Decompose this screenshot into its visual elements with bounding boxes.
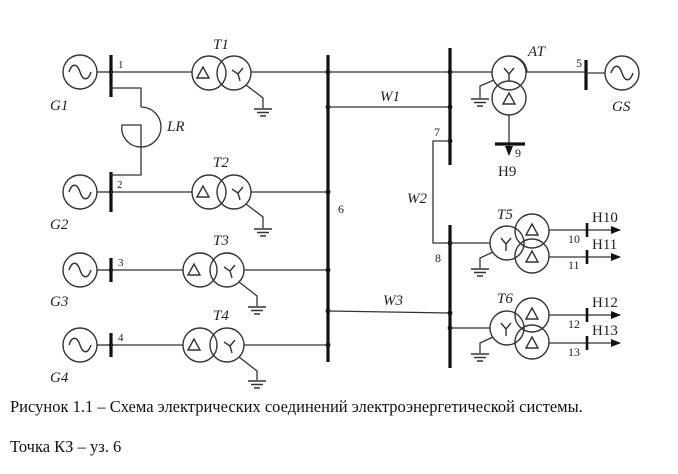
transformer-label: T1 <box>213 37 229 53</box>
line-label: W2 <box>407 191 427 207</box>
reactor-label: LR <box>166 119 185 135</box>
node-label: 11 <box>568 258 580 272</box>
ground-icon <box>253 108 273 117</box>
node-label: 6 <box>338 202 344 216</box>
transformer-label: T2 <box>213 155 229 171</box>
generator-g1: G1 <box>50 54 110 114</box>
node-label: 13 <box>568 345 580 359</box>
load-label-h12: Н12 <box>592 295 618 311</box>
ground-icon <box>253 228 273 237</box>
bus-8: 8 <box>435 225 453 368</box>
load-label-h10: Н10 <box>592 210 618 226</box>
fault-point-note: Точка КЗ – уз. 6 <box>10 437 122 456</box>
ground-icon <box>247 380 267 389</box>
delta-winding-icon <box>502 92 516 105</box>
load-label-h11: Н11 <box>592 237 617 253</box>
load-label-h13: Н13 <box>592 323 618 339</box>
transformer-label: T5 <box>497 207 513 223</box>
delta-winding-icon <box>525 223 539 236</box>
generator-g2: G2 <box>50 174 110 233</box>
power-system-diagram: G1 G2 G3 G4 1 2 3 4 LR <box>50 37 640 389</box>
wye-winding-icon <box>223 264 236 279</box>
generator-label: GS <box>612 99 631 115</box>
delta-winding-icon <box>525 336 539 349</box>
line-w2: W2 <box>407 140 450 244</box>
delta-winding-icon <box>187 263 201 276</box>
sine-icon <box>68 64 92 80</box>
generator-g3: G3 <box>50 252 111 310</box>
delta-winding-icon <box>196 185 210 198</box>
transformer-label: T4 <box>213 308 229 324</box>
transformer-label: T6 <box>497 291 513 307</box>
delta-winding-icon <box>196 66 210 79</box>
delta-winding-icon <box>525 307 539 320</box>
wye-winding-icon <box>231 67 244 82</box>
transformer-label: T3 <box>213 233 229 249</box>
wye-winding-icon <box>503 67 515 82</box>
sine-icon <box>610 65 634 81</box>
line-label: W1 <box>380 89 400 105</box>
node-label: 7 <box>434 125 440 139</box>
transformer-t1: T1 <box>111 37 328 117</box>
node-label: 3 <box>118 257 124 269</box>
figure-caption: Рисунок 1.1 – Схема электрических соедин… <box>10 397 583 416</box>
node-label: 5 <box>576 56 582 70</box>
generator-symbol <box>604 55 640 91</box>
ground-icon <box>470 353 490 362</box>
generator-label: G3 <box>50 294 68 310</box>
wye-winding-icon <box>223 339 236 354</box>
generator-label: G1 <box>50 98 68 114</box>
transformer-t4: T4 <box>111 308 328 389</box>
transformer-t2: T2 <box>111 155 328 237</box>
bus-6: 6 <box>325 55 344 362</box>
generator-g4: G4 <box>50 327 111 386</box>
sine-icon <box>68 337 92 353</box>
generator-label: G2 <box>50 217 69 233</box>
transformer-t6: T6 12 13 Н12 Н13 <box>450 291 621 362</box>
line-w3: W3 <box>327 293 451 314</box>
line-w1: W1 <box>328 89 450 108</box>
wye-winding-icon <box>231 186 244 201</box>
node-label: 10 <box>568 232 580 246</box>
delta-winding-icon <box>187 338 201 351</box>
node-label: 1 <box>118 59 124 71</box>
autotransformer-at: AT 9 Н9 <box>450 44 586 180</box>
sine-icon <box>68 184 92 200</box>
bus-7: 7 <box>434 48 453 165</box>
generator-gs: 5 GS <box>576 55 640 115</box>
line-label: W3 <box>383 293 403 309</box>
generator-label: G4 <box>50 370 69 386</box>
transformer-t5: T5 10 11 Н10 Н11 <box>450 207 621 277</box>
reactor-lr: LR <box>111 87 185 176</box>
wye-winding-icon <box>500 237 512 252</box>
delta-winding-icon <box>525 250 539 263</box>
transformer-label: AT <box>527 44 547 60</box>
sine-icon <box>68 262 92 278</box>
ground-icon <box>247 306 267 315</box>
node-label: 8 <box>435 251 441 265</box>
node-label: 9 <box>515 146 521 160</box>
node-label: 12 <box>568 317 580 331</box>
node-label: 4 <box>118 332 124 344</box>
ground-icon <box>470 98 490 107</box>
node-label: 2 <box>117 179 123 191</box>
ground-icon <box>470 268 490 277</box>
transformer-t3: T3 <box>111 233 328 315</box>
load-label-h9: Н9 <box>498 164 516 180</box>
wye-winding-icon <box>500 322 512 337</box>
